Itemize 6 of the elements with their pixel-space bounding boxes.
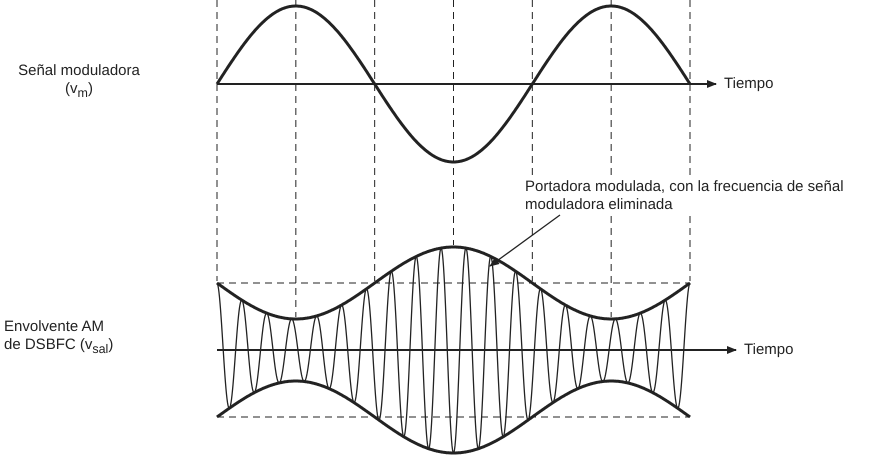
leader-line <box>489 214 560 267</box>
axis-label: Tiempo <box>724 75 774 93</box>
axis-label: Tiempo <box>744 341 794 359</box>
am-waveform-drawing <box>216 246 691 454</box>
signal-label: Señal moduladora (v$_{m}$) <box>17 62 141 102</box>
signal-label: Envolvente AM de DSBFC (v$_{sal}$) <box>4 318 114 358</box>
